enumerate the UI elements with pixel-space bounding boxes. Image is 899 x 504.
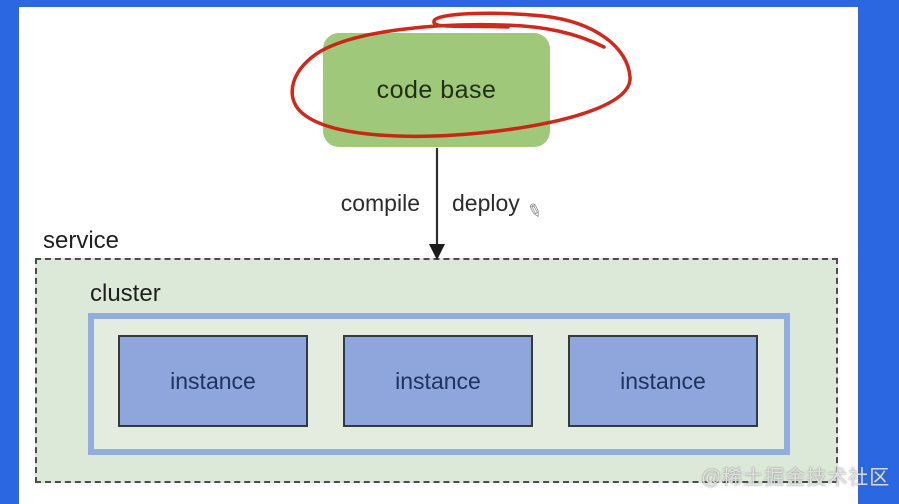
frame-top-edge [0,0,899,7]
compile-label: compile [340,190,420,216]
instance-node: instance [118,335,308,427]
edit-pencil-icon: ✎ [524,199,545,223]
instance-node: instance [568,335,758,427]
service-label: service [43,227,120,254]
instance-label: instance [620,367,706,394]
deploy-label: deploy [452,190,520,216]
frame-left-edge [0,0,19,504]
cluster-label: cluster [90,280,161,307]
instance-node: instance [343,335,533,427]
frame-right-edge [858,0,899,504]
instance-label: instance [395,367,481,394]
watermark: @稀土掘金技术社区 [701,467,891,489]
code-base-node: code base [323,33,550,147]
instance-label: instance [170,367,256,394]
code-base-label: code base [376,75,497,104]
